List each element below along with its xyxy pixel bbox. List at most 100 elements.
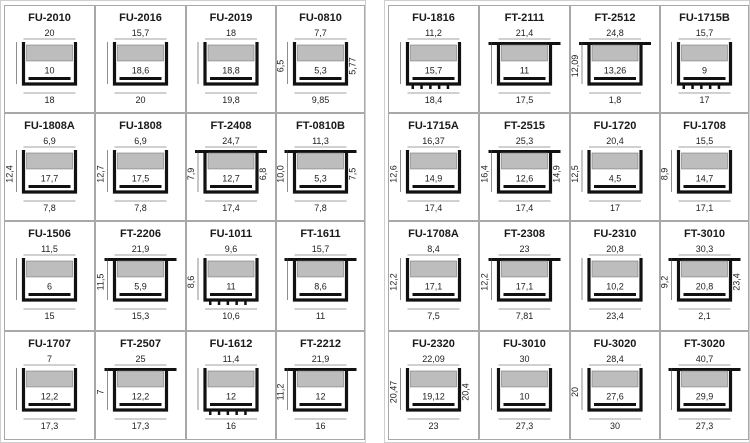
profile-model-name: FU-2019 [209,12,253,24]
profile-drawing: 40,729,927,3 [668,354,741,431]
dimension-label: 19,12 [422,392,445,402]
dimension-label: 24,8 [606,28,624,38]
profile-flange [579,42,651,45]
profile-channel [587,258,643,302]
profile-channel [203,42,259,86]
dimension-label: 9,85 [312,95,330,105]
diffuser-cover [117,152,164,170]
dimension-label: 4,5 [609,174,622,184]
dimension-label: 12,2 [480,273,490,291]
heatsink-fin [217,300,221,305]
profile-cross-section: 20,810,223,4 [581,244,643,321]
dimension-label: 17,7 [41,174,59,184]
led-strip [683,185,726,188]
diffuser-cover [297,260,344,278]
profile-flange [668,368,741,371]
diffuser-cover [207,152,255,170]
dimension-label: 17 [610,203,620,213]
led-strip [119,77,162,80]
profile-channel [203,258,259,302]
profile-model-name: FU-1707 [28,338,71,350]
heatsink-fin [446,84,450,89]
dimension-label: 8,9 [661,168,670,181]
profile-channel [496,42,553,86]
diffuser-cover [410,152,457,170]
profile-channel [587,150,643,194]
profile-channel [676,368,733,412]
profile-channel [676,42,733,86]
heatsink-fin [437,84,441,89]
diffuser-cover [591,260,639,278]
diffuser-cover [501,260,548,278]
dimension-label: 12,2 [389,273,399,291]
dimension-label: 21,4 [516,28,534,38]
profile-channel [587,368,643,412]
led-strip [683,403,726,406]
dimension-label: 30 [610,421,620,431]
dimension-label: 19,8 [222,95,240,105]
dimension-label: 15,7 [132,28,150,38]
heatsink-fin [209,300,212,305]
dimension-label: 5,3 [314,174,327,184]
led-strip [28,403,71,406]
dimension-label: 20 [571,387,580,397]
dimension-label: 24,7 [222,136,240,146]
diffuser-cover [591,370,639,388]
dimension-label: 27,3 [516,421,534,431]
diffuser-cover [501,44,548,62]
profile-model-name: FT-2507 [120,338,161,350]
profile-channel [405,150,462,194]
dimension-label: 16,37 [422,136,445,146]
dimension-label: 12,7 [96,165,106,183]
profile-model-name: FU-2320 [412,338,455,350]
dimension-label: 14,7 [696,174,714,184]
diffuser-cover [501,152,548,170]
dimension-label: 11,2 [425,28,442,38]
